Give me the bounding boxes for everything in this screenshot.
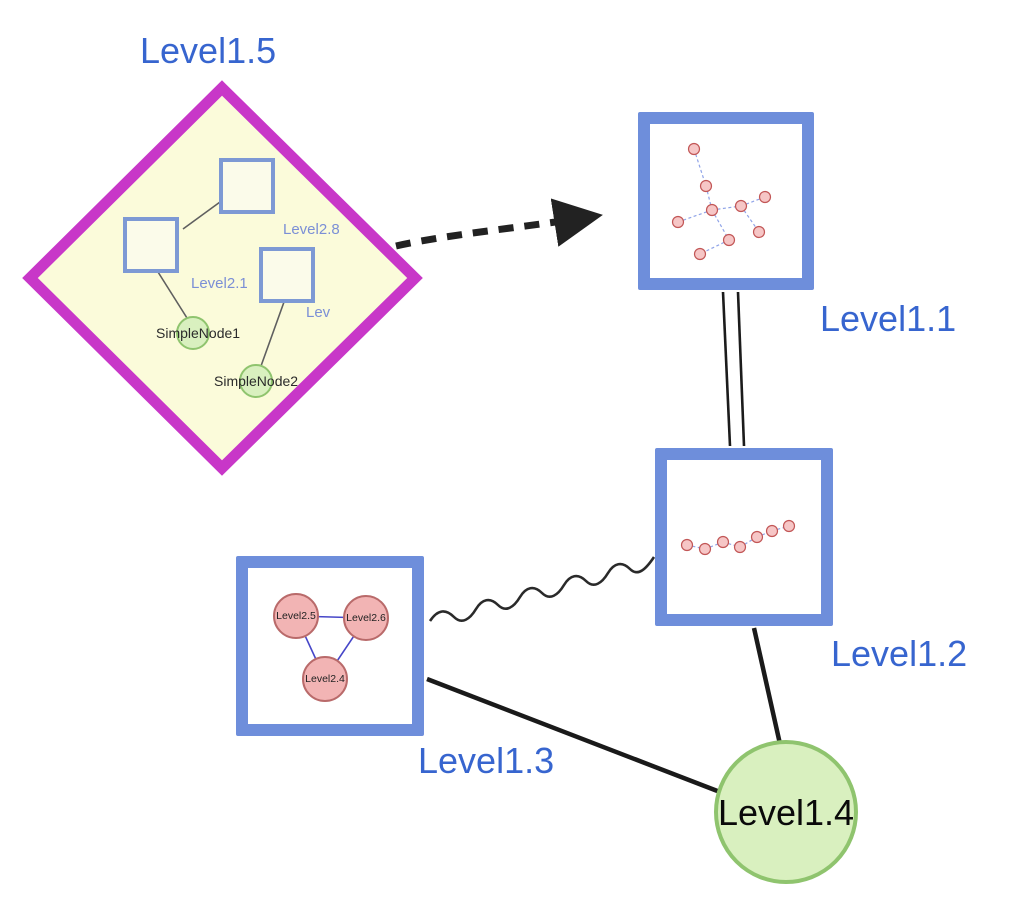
mini-graph-node[interactable] [716,535,730,549]
edge-level1-5-to-level1-1[interactable] [395,198,603,250]
edge-level2-x-to-simplenode2 [260,301,285,367]
label-level2-x-clipped: Lev [306,304,331,321]
label-level1-2: Level1.2 [831,633,968,674]
mini-graph-node[interactable] [671,215,685,229]
node-simplenode1[interactable] [176,316,210,350]
edge-level1-1-to-level1-2-a[interactable] [721,291,732,447]
node-level2-x[interactable] [259,247,315,303]
edge-level1-3-to-level1-2[interactable] [428,556,656,622]
node-level1-5-diamond[interactable] [22,80,423,476]
edge-level1-3-to-level1-4[interactable] [426,676,721,795]
mini-graph-node[interactable] [705,203,719,217]
node-level1-1[interactable] [638,112,814,290]
mini-graph-node[interactable] [722,233,736,247]
mini-graph-node[interactable] [687,142,701,156]
node-simplenode2[interactable] [239,364,273,398]
mini-graph-node[interactable] [680,538,694,552]
mini-graph-edge [693,148,707,187]
mini-graph-node[interactable] [758,190,772,204]
label-level1-5: Level1.5 [140,30,277,71]
mini-graph-edge [740,196,766,207]
node-level1-3[interactable]: Level2.5 Level2.6 Level2.4 [236,556,424,736]
node-level2-8[interactable] [219,158,275,214]
node-level2-4[interactable]: Level2.4 [302,656,348,702]
label-level2-1: Level2.1 [191,275,248,292]
mini-graph-node[interactable] [752,225,766,239]
mini-graph-node[interactable] [698,542,712,556]
edge-level2-1-to-level2-8 [182,201,221,230]
label-simplenode1: SimpleNode1 [156,325,241,341]
mini-graph-edge [705,185,713,211]
edge-level1-1-to-level1-2-b[interactable] [736,291,746,447]
label-level1-4: Level1.4 [717,792,855,833]
label-simplenode2: SimpleNode2 [214,373,299,389]
edge-level2-1-to-simplenode1 [157,271,188,319]
mini-graph-node[interactable] [750,530,764,544]
label-level1-1: Level1.1 [820,298,957,339]
node-level1-2[interactable] [655,448,833,626]
label-level1-3: Level1.3 [418,740,555,781]
mini-graph-node[interactable] [782,519,796,533]
mini-graph-node[interactable] [734,199,748,213]
mini-graph-node[interactable] [693,247,707,261]
level1-1-inner-graph [671,142,772,261]
level1-2-inner-graph [680,519,796,556]
node-level2-6[interactable]: Level2.6 [343,595,389,641]
mini-graph-node[interactable] [699,179,713,193]
label-level2-5: Level2.5 [276,610,316,622]
mini-graph-node[interactable] [733,540,747,554]
node-level1-4[interactable] [714,740,858,884]
label-level2-8: Level2.8 [283,221,340,238]
label-level2-6: Level2.6 [346,612,386,624]
edge-level1-2-to-level1-4[interactable] [751,627,783,745]
mini-graph-node[interactable] [765,524,779,538]
node-level2-1[interactable] [123,217,179,273]
node-level2-5[interactable]: Level2.5 [273,593,319,639]
label-level2-4: Level2.4 [305,673,345,685]
